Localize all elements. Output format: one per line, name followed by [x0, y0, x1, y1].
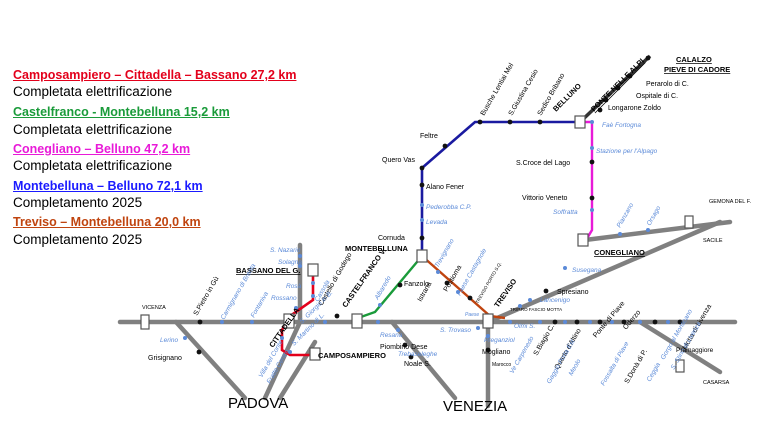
green-line-castelfranco-montebelluna: [357, 255, 423, 320]
station-quero: Quero Vas: [382, 157, 415, 164]
station-spresiano: Spresiano: [557, 289, 589, 296]
legend-status-camposampiero-bassano: Completata elettrificazione: [13, 84, 173, 99]
station-box-castelfranco: [351, 313, 363, 329]
station-bassano: BASSANO DEL G.: [236, 266, 300, 275]
station-pieve: PIEVE DI CADORE: [664, 65, 730, 74]
station-calalzo: CALALZO: [676, 55, 712, 64]
city-label-venezia: VENEZIA: [443, 398, 507, 415]
legend-status-treviso-montebelluna: Completamento 2025: [13, 232, 143, 247]
conegliano-sacile-line: [582, 219, 733, 243]
legend-title-conegliano-belluno: Conegliano – Belluno 47,2 km: [13, 142, 191, 156]
station-sbiagio: S.Biagio C.: [533, 323, 557, 357]
minor-station-rosa: Rosà: [286, 283, 302, 290]
station-montebelluna: MONTEBELLUNA: [345, 244, 408, 253]
minor-station-trevignano: Trevignano: [434, 237, 456, 269]
station-ospitale: Ospitale di C.: [636, 93, 678, 100]
station-spietro: S.Pietro in Gù: [193, 276, 221, 317]
legend-status-castelfranco-montebelluna: Completata elettrificazione: [13, 122, 173, 137]
station-dots: [196, 55, 683, 360]
station-boxes: [140, 115, 694, 373]
minor-station-alpago: Stazione per l'Alpago: [596, 148, 658, 155]
minor-station-preganziol: Preganziol: [484, 337, 515, 344]
minor-station-fontaniva: Fontaniva: [250, 290, 271, 319]
minor-station-albaredo: Albaredo: [373, 275, 393, 302]
station-noale: Noale S.: [404, 361, 431, 368]
station-casarsa: CASARSA: [703, 380, 730, 386]
legend-status-montebelluna-belluno: Completamento 2025: [13, 195, 143, 210]
blue-line-montebelluna-belluno: [420, 120, 580, 256]
station-box-vicenza: [140, 314, 150, 330]
minor-station-lerino: Lerino: [160, 337, 178, 344]
minor-station-orsago: Orsago: [646, 205, 663, 227]
station-perarolo: Perarolo di C.: [646, 81, 689, 88]
minor-station-pramaggiore: Pramaggiore: [676, 347, 714, 354]
station-vittorio: Vittorio Veneto: [522, 195, 568, 202]
minor-station-snazario: S. Nazario: [270, 247, 301, 254]
legend-status-conegliano-belluno: Completata elettrificazione: [13, 158, 173, 173]
minor-station-strovaso: S. Trovaso: [440, 327, 471, 334]
padova-cittadella-line: [262, 319, 303, 401]
station-vicenza: VICENZA: [142, 305, 166, 311]
station-pontepiave: Ponte di Piave: [592, 300, 626, 339]
padova-camposampiero-line: [277, 339, 318, 401]
minor-station-pederobba: Pederobba C.P.: [426, 204, 472, 211]
minor-station-meolo: Meolo: [568, 358, 583, 377]
minor-station-rossano: Rossano: [271, 295, 297, 302]
legend-title-montebelluna-belluno: Montebelluna – Belluno 72,1 km: [13, 179, 203, 193]
station-sgiustina: S.Giustina Cesio: [508, 68, 540, 117]
station-alano: Alano Fener: [426, 184, 465, 191]
station-grisignano: Grisignano: [148, 355, 182, 362]
station-box-sacile: [684, 215, 694, 229]
minor-station-olmi: Olmi S.: [514, 323, 536, 330]
minor-station-lancenigo: Lancenigo: [540, 297, 570, 304]
station-piombino: Piombino Dese: [380, 344, 428, 351]
station-scroce: S.Croce del Lago: [516, 160, 570, 167]
station-cornuda: Cornuda: [378, 235, 405, 242]
minor-station-susegana: Susegana: [572, 267, 602, 274]
station-box-montebelluna: [416, 249, 428, 263]
motta-casarsa-line: [637, 319, 723, 375]
station-conegliano: CONEGLIANO: [594, 248, 645, 257]
legend-title-castelfranco-montebelluna: Castelfranco - Montebelluna 15,2 km: [13, 105, 230, 119]
minor-station-gaggio: Gaggio Porta Est: [546, 338, 577, 385]
station-camposampiero: CAMPOSAMPIERO: [318, 351, 386, 360]
station-trip-fascio: TRIP.RO FASCIO MOTTA: [510, 307, 562, 312]
red-line-camposampiero-bassano: [280, 270, 315, 357]
black-line-calalzo: [578, 54, 652, 124]
minor-station-trebaseleghe: Trebaseleghe: [398, 351, 438, 358]
minor-station-resana: Resana: [380, 332, 403, 339]
station-marocco: Marocco: [492, 362, 511, 368]
minor-station-soffratta: Soffratta: [553, 209, 578, 216]
castelfranco-venezia-line: [389, 319, 458, 401]
minor-station-solagna: Solagna: [278, 259, 302, 266]
minor-station-levada: Levada: [426, 219, 448, 226]
minor-station-paese2: Paese: [465, 312, 479, 318]
minor-station-ceggia: Ceggia: [646, 361, 663, 383]
vicenza-padova-branch: [173, 319, 248, 401]
minor-station-faefortogna: Faè Fortogna: [602, 122, 641, 129]
station-sacile: SACILE: [703, 238, 723, 244]
treviso-conegliano-line: [485, 219, 723, 325]
station-gemona: GEMONA DEL F.: [709, 199, 751, 205]
station-box-cittadella: [283, 313, 295, 329]
station-sedico: Sedico Bribano: [537, 72, 567, 117]
magenta-line-conegliano-belluno: [580, 120, 594, 243]
legend-title-camposampiero-bassano: Camposampiero – Cittadella – Bassano 27,…: [13, 68, 297, 82]
station-fanzolo: Fanzolo: [404, 281, 429, 288]
station-box-bassano: [307, 263, 319, 277]
city-label-padova: PADOVA: [228, 395, 288, 412]
station-mogliano: Mogliano: [482, 349, 511, 356]
station-box-ponte-alpi: [574, 115, 586, 129]
minor-station-dots: [183, 120, 670, 354]
station-feltre: Feltre: [420, 133, 438, 140]
legend-title-treviso-montebelluna: Treviso – Montebelluna 20,0 km: [13, 215, 201, 229]
station-box-camposampiero: [309, 347, 321, 361]
station-box-conegliano: [577, 233, 589, 247]
minor-station-pianzano: Pianzano: [616, 202, 636, 229]
station-box-casarsa: [675, 359, 685, 373]
station-box-treviso: [482, 313, 494, 329]
station-longarone: Longarone Zoldo: [608, 105, 661, 112]
station-treviso: TREVISO: [492, 277, 518, 309]
